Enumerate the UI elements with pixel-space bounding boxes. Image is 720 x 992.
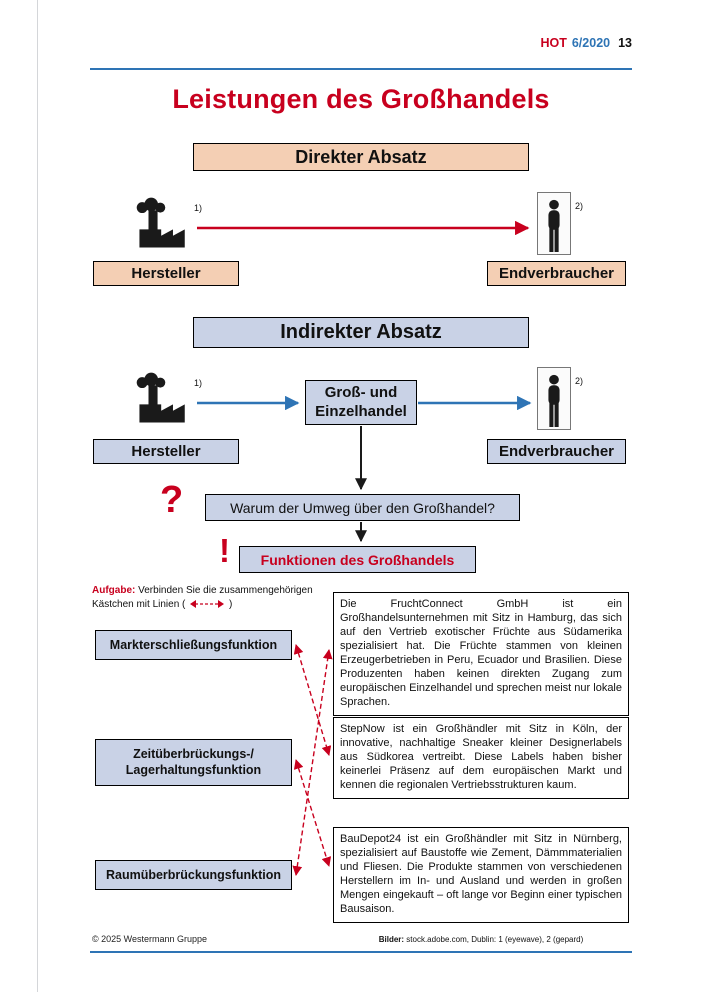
indirect-producer-box: Hersteller [93,439,239,464]
task-text-line2-post: ) [226,598,233,610]
factory-icon [134,371,192,425]
consumer-photo-frame [537,367,571,430]
image-credits-label: Bilder: [378,935,405,944]
magazine-name: HOT [540,36,567,50]
function-box-markterschliessung: Markterschließungsfunktion [95,630,292,661]
person-icon [548,374,560,427]
footnote-2-marker: 2) [575,376,584,386]
person-icon [548,199,560,252]
function-box-zeitueberbrueckung: Zeitüberbrückungs-/ Lagerhaltungsfunktio… [95,739,292,786]
functions-heading-box: Funktionen des Großhandels [239,546,476,573]
page-header: HOT 6/2020 13 [90,36,632,50]
case-box-baudepot24: BauDepot24 ist ein Großhändler mit Sitz … [333,827,629,923]
page-title: Leistungen des Großhandels [172,84,550,114]
copyright-notice: © 2025 Westermann Gruppe [92,934,208,944]
case-box-stepnow: StepNow ist ein Großhändler mit Sitz in … [333,717,629,799]
consumer-photo-frame [537,192,571,255]
header-rule [90,68,632,70]
footer-rule [90,951,632,953]
task-instruction: Aufgabe: Verbinden Sie die zusammengehör… [92,584,330,611]
wholesale-retail-box: Groß- und Einzelhandel [305,380,417,425]
indirect-consumer-box: Endverbraucher [487,439,626,464]
question-box: Warum der Umweg über den Großhandel? [205,494,520,521]
direct-producer-box: Hersteller [93,261,239,286]
footnote-1-marker: 1) [194,203,203,213]
connection-raumueberbrueckung-fruchtconnect [292,649,333,876]
image-credits: Bilder: stock.adobe.com, Dublin: 1 (eyew… [333,935,629,944]
connection-zeitueberbrueckung-baudepot [293,759,332,867]
indirect-sales-heading: Indirekter Absatz [193,317,529,348]
exclamation-mark: ! [219,532,230,569]
image-credits-text: stock.adobe.com, Dublin: 1 (eyewave), 2 … [404,935,584,944]
function-box-raumueberbrueckung: Raumüberbrückungsfunktion [95,860,292,891]
scan-edge-line [37,0,38,992]
question-mark: ? [160,479,184,521]
page-number: 13 [618,36,632,50]
case-box-fruchtconnect: Die FruchtConnect GmbH ist ein Großhande… [333,592,629,716]
issue-number: 6/2020 [571,36,611,50]
footnote-1-marker: 1) [194,378,203,388]
direct-consumer-box: Endverbraucher [487,261,626,286]
task-text-line2-pre: Kästchen mit Linien ( [92,598,189,610]
footnote-2-marker: 2) [575,201,584,211]
factory-icon [134,196,192,250]
task-label: Aufgabe: [92,585,136,596]
connection-markterschliessung-stepnow [293,644,332,756]
dashed-double-arrow-icon [190,599,225,608]
direct-sales-heading: Direkter Absatz [193,143,529,171]
task-text-line1: Verbinden Sie die zusammengehörigen [135,585,313,596]
